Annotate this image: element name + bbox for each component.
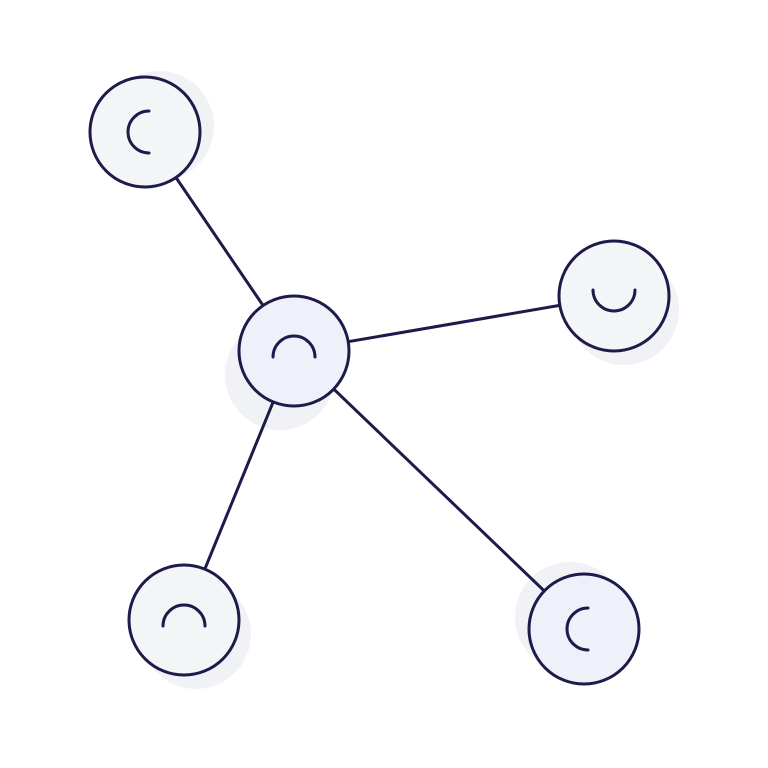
node-top-left-circle [88, 75, 202, 189]
node-center-circle [237, 294, 351, 408]
node-center [237, 294, 351, 408]
node-right-circle [557, 239, 671, 353]
arc-down-icon [591, 288, 637, 313]
node-bottom-left-circle [127, 563, 241, 677]
arc-up-icon [161, 603, 207, 628]
edge-node-center-to-node-bottom-right [292, 349, 586, 631]
graph-nodes [88, 75, 671, 686]
arc-up-icon [271, 334, 317, 359]
node-right [557, 239, 671, 353]
node-bottom-right-circle [527, 572, 641, 686]
node-bottom-left [127, 563, 241, 677]
node-bottom-right [527, 572, 641, 686]
graph-edges [143, 130, 616, 631]
arc-left-icon [565, 606, 590, 652]
arc-left-icon [126, 109, 151, 155]
node-top-left [88, 75, 202, 189]
